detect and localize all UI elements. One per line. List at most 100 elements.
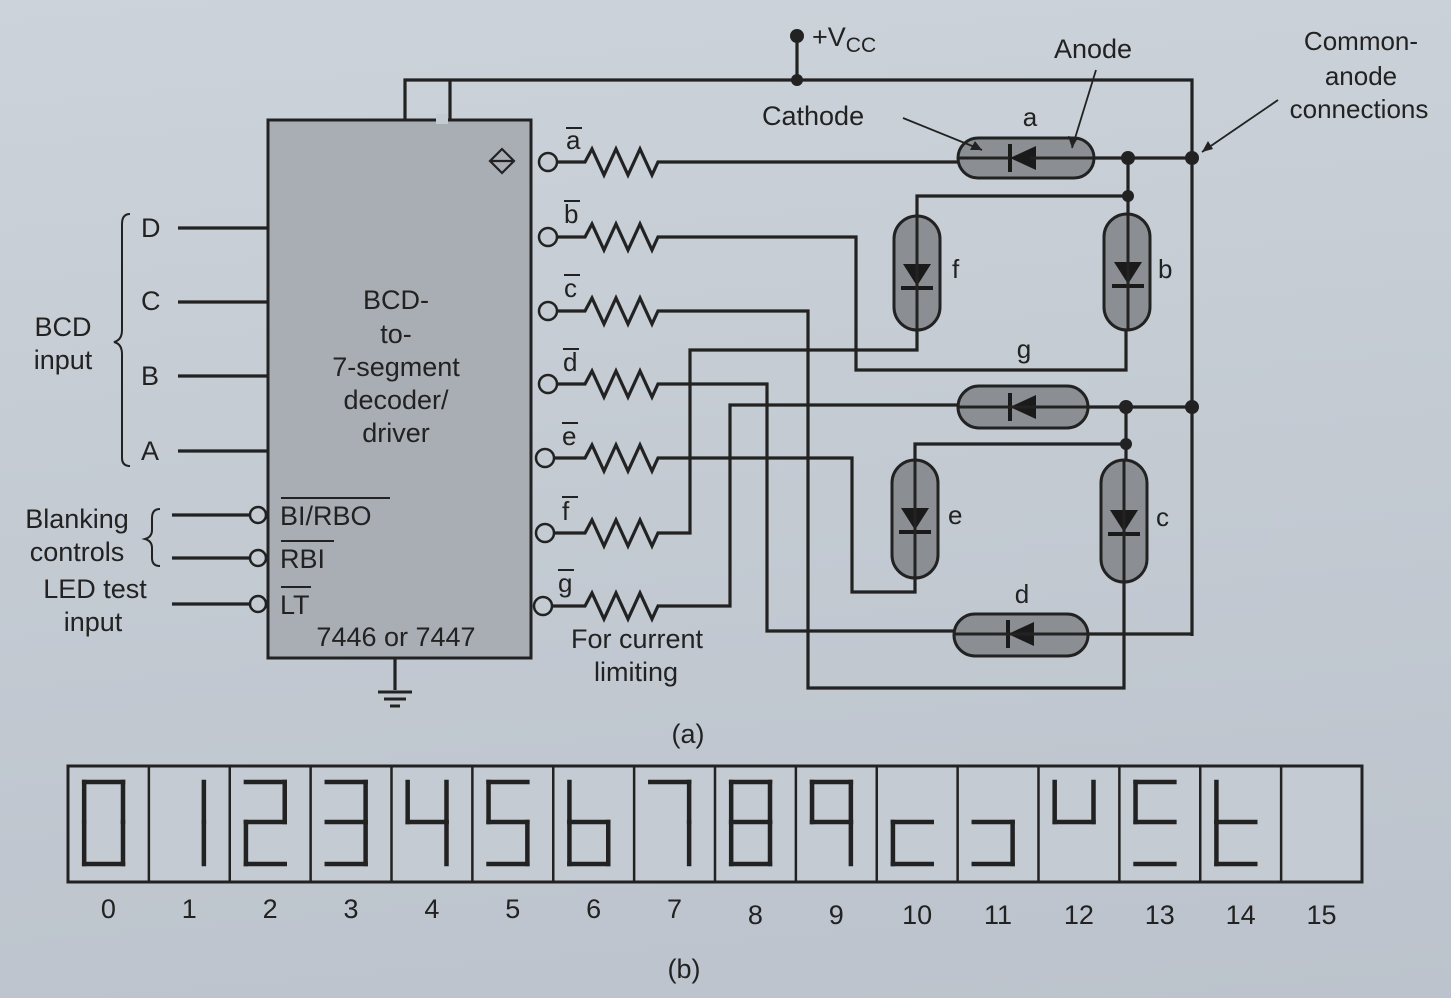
output-label-d: d xyxy=(563,347,577,377)
anode-annotation: Anode xyxy=(1054,34,1132,149)
digit-cell xyxy=(486,779,530,867)
digit-cell xyxy=(1214,779,1258,867)
svg-text:C: C xyxy=(141,286,161,316)
bcd-brace xyxy=(113,213,131,467)
digit-cell xyxy=(809,779,854,867)
digit-label: 0 xyxy=(101,894,116,924)
segment-f-led: f xyxy=(892,214,960,332)
control-pins: BI/RBO RBI LT xyxy=(172,497,390,620)
led-test-label: LED test input xyxy=(43,574,147,637)
caption-b: (b) xyxy=(668,954,701,984)
digit-display-strip xyxy=(66,764,1364,884)
svg-text:input: input xyxy=(64,607,123,637)
decoder-outputs: a b c d e f g xyxy=(532,125,1128,690)
pin-rbi: RBI xyxy=(280,544,325,574)
svg-text:controls: controls xyxy=(30,537,125,567)
svg-text:limiting: limiting xyxy=(594,657,678,687)
vcc-rail xyxy=(403,78,1194,636)
led-segments: a b f g xyxy=(890,102,1172,658)
digit-label: 2 xyxy=(263,894,278,924)
output-label-g: g xyxy=(558,568,572,598)
output-label-e: e xyxy=(562,421,576,451)
anode-wiring xyxy=(913,151,1199,636)
svg-text:A: A xyxy=(141,436,159,466)
digit-cell xyxy=(1052,779,1096,825)
digit-label: 15 xyxy=(1307,900,1337,930)
svg-text:D: D xyxy=(141,213,161,243)
digit-label: 1 xyxy=(182,894,197,924)
segment-g-led: g xyxy=(956,334,1090,430)
segment-a-led: a xyxy=(956,102,1096,180)
open-collector-symbol xyxy=(488,147,516,175)
decoder-chip xyxy=(266,118,533,660)
svg-text:to-: to- xyxy=(380,319,412,349)
digit-label: 10 xyxy=(902,900,932,930)
svg-text:Blanking: Blanking xyxy=(25,504,129,534)
blanking-controls-label: Blanking controls xyxy=(25,504,129,567)
svg-text:BCD-: BCD- xyxy=(363,285,429,315)
digit-cell xyxy=(324,779,368,867)
svg-text:LED test: LED test xyxy=(43,574,147,604)
digit-label: 11 xyxy=(984,900,1012,930)
ground-symbol xyxy=(378,658,412,708)
svg-text:connections: connections xyxy=(1290,94,1429,124)
common-anode-annotation: Common- anode connections xyxy=(1201,26,1429,153)
segment-d-led: d xyxy=(952,579,1090,658)
digit-cell xyxy=(890,819,934,867)
digit-label: 12 xyxy=(1064,900,1094,930)
cathode-annotation: Cathode xyxy=(762,101,983,151)
svg-text:7-segment: 7-segment xyxy=(332,352,460,382)
bcd-input-label: BCD input xyxy=(34,312,93,375)
svg-text:f: f xyxy=(952,254,960,284)
digit-cell xyxy=(81,779,126,867)
blanking-brace xyxy=(141,508,161,567)
svg-text:g: g xyxy=(1017,334,1031,364)
decoder-part-number: 7446 or 7447 xyxy=(316,622,475,652)
svg-text:Common-: Common- xyxy=(1304,26,1418,56)
svg-text:c: c xyxy=(1156,502,1169,532)
svg-text:input: input xyxy=(34,345,93,375)
svg-text:Anode: Anode xyxy=(1054,34,1132,64)
digit-label: 14 xyxy=(1226,900,1256,930)
svg-text:BCD: BCD xyxy=(34,312,91,342)
pin-bi-rbo: BI/RBO xyxy=(280,501,372,531)
svg-text:b: b xyxy=(1158,254,1172,284)
svg-text:For current: For current xyxy=(571,624,704,654)
svg-text:driver: driver xyxy=(362,418,430,448)
vcc-label: +VCC xyxy=(812,22,876,57)
svg-text:e: e xyxy=(948,500,962,530)
segment-e-led: e xyxy=(890,458,962,580)
digit-cell xyxy=(567,779,611,867)
bcd-input-lines: D C B A xyxy=(141,213,268,466)
svg-text:d: d xyxy=(1015,579,1029,609)
output-label-c: c xyxy=(564,273,577,303)
svg-text:anode: anode xyxy=(1325,61,1397,91)
output-label-f: f xyxy=(562,496,570,526)
svg-text:B: B xyxy=(141,361,159,391)
digit-label: 5 xyxy=(505,894,520,924)
digit-label: 13 xyxy=(1145,900,1175,930)
svg-text:a: a xyxy=(1023,102,1038,132)
digit-label: 8 xyxy=(748,900,763,930)
digit-label: 6 xyxy=(586,894,601,924)
digit-label: 9 xyxy=(829,900,844,930)
digit-label: 4 xyxy=(424,894,439,924)
vcc-terminal: +VCC xyxy=(790,22,876,86)
svg-text:decoder/: decoder/ xyxy=(343,385,449,415)
caption-a: (a) xyxy=(672,719,705,749)
digit-label: 7 xyxy=(667,894,682,924)
current-limiting-label: For current limiting xyxy=(571,624,704,687)
digit-cell xyxy=(648,779,692,867)
output-label-b: b xyxy=(564,199,578,229)
output-label-a: a xyxy=(566,125,581,155)
digit-cell xyxy=(728,779,773,867)
pin-lt: LT xyxy=(280,590,310,620)
decoder-title: BCD- to- 7-segment decoder/ driver xyxy=(332,285,460,448)
segment-c-led: c xyxy=(1099,458,1169,584)
digit-cell xyxy=(1133,779,1177,867)
svg-text:Cathode: Cathode xyxy=(762,101,864,131)
segment-b-led: b xyxy=(1102,212,1172,332)
